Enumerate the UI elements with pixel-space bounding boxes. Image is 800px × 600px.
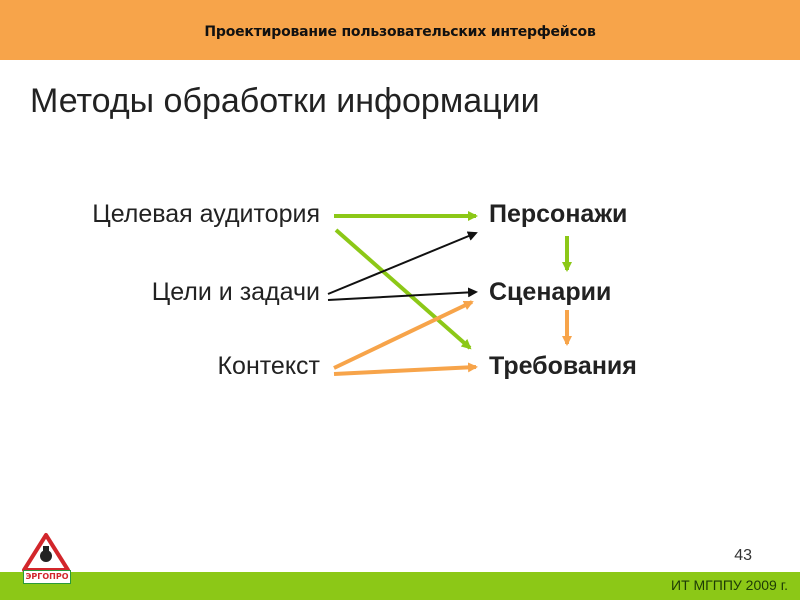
header-bar xyxy=(0,0,800,60)
warning-triangle-icon xyxy=(22,533,70,572)
output-label-personas: Персонажи xyxy=(489,200,628,228)
arrow-context-to-requirements xyxy=(333,362,478,376)
arrow-audience-to-requirements xyxy=(334,228,472,350)
arrow-context-to-scenarios xyxy=(333,300,474,370)
header-title: Проектирование пользовательских интерфей… xyxy=(204,24,596,40)
input-label-goals: Цели и задачи xyxy=(151,278,320,306)
input-label-context: Контекст xyxy=(217,352,320,380)
arrow-goals-to-scenarios xyxy=(327,287,478,301)
logo-label: ЭРГОПРО xyxy=(23,570,71,584)
slide-title: Методы обработки информации xyxy=(30,82,540,120)
footer-bar xyxy=(0,572,800,600)
output-label-requirements: Требования xyxy=(489,352,637,380)
output-label-scenarios: Сценарии xyxy=(489,278,612,306)
page-number: 43 xyxy=(734,547,752,564)
input-label-audience: Целевая аудитория xyxy=(92,200,320,228)
arrow-goals-to-personas xyxy=(327,231,478,295)
footer-text: ИТ МГППУ 2009 г. xyxy=(671,577,788,593)
